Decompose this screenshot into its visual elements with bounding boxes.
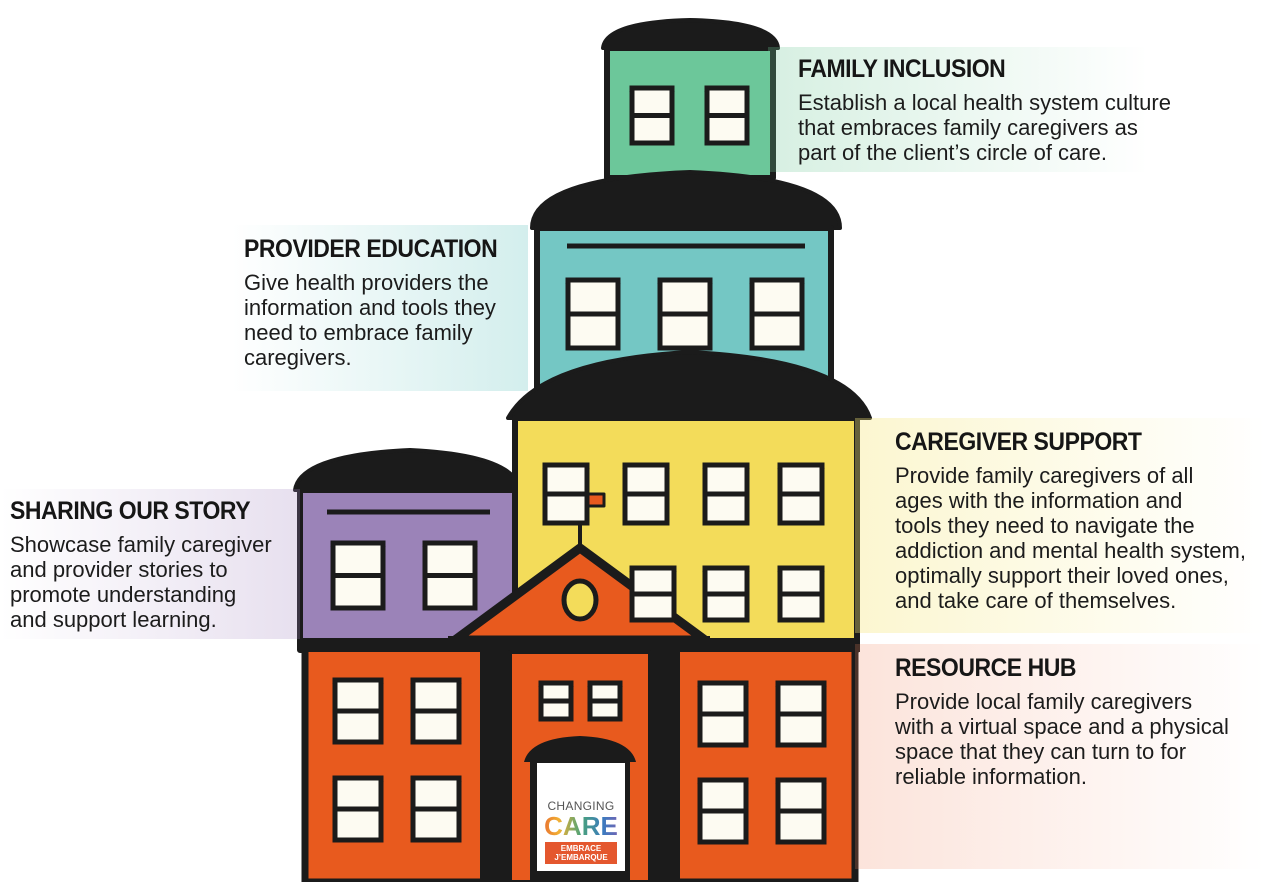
yellow-roof [506,350,872,420]
changing-care-logo: CHANGING CARE EMBRACE J’EMBARQUE [537,763,625,871]
callout-line: caregivers. [244,345,352,370]
callout-title: RESOURCE HUB [895,654,1077,682]
callout-family-inclusion: FAMILY INCLUSION Establish a local healt… [768,47,1171,172]
window [332,775,384,843]
logo-care-text: CARE [537,813,625,839]
callout-line: with a virtual space and a physical [895,714,1229,739]
callout-highlight [0,489,300,639]
callout-line: promote understanding [10,582,237,607]
window [622,462,670,526]
window [410,677,462,745]
callout-line: reliable information. [895,764,1087,789]
window [777,462,825,526]
window [657,277,713,351]
window [704,85,750,146]
window [542,462,590,526]
door-arch [524,736,636,762]
callout-text: Showcase family caregiver and provider s… [10,532,272,632]
window [749,277,805,351]
window [629,565,677,623]
callout-title: CAREGIVER SUPPORT [895,428,1142,456]
callout-line: addiction and mental health system, [895,538,1246,563]
top-tower-roof [601,18,780,50]
callout-text: Provide local family caregivers with a v… [895,689,1229,789]
callout-line: information and tools they [244,295,496,320]
right-column [650,650,680,882]
callout-text: Provide family caregivers of all ages wi… [895,463,1246,613]
window [702,462,750,526]
callout-title: SHARING OUR STORY [10,497,251,525]
window [565,277,621,351]
callout-title: PROVIDER EDUCATION [244,235,498,263]
logo-embrace-badge: EMBRACE J’EMBARQUE [545,842,617,864]
callout-line: optimally support their loved ones, [895,563,1229,588]
round-window [561,578,599,622]
window [775,680,827,748]
window [775,777,827,845]
callout-highlight [855,418,1265,633]
callout-line: Provide local family caregivers [895,689,1193,714]
logo-embrace-text: EMBRACE [560,844,602,853]
callout-sharing-our-story: SHARING OUR STORY Showcase family caregi… [0,489,300,639]
callout-line: space that they can turn to for [895,739,1187,764]
logo-jembarque-text: J’EMBARQUE [554,853,608,862]
teal-roof [530,170,842,230]
window [538,680,574,722]
logo-changing-text: CHANGING [547,799,615,813]
callout-line: tools they need to navigate the [895,513,1195,538]
callout-line: need to embrace family [244,320,473,345]
callout-line: Showcase family caregiver [10,532,272,557]
purple-roof [293,448,522,492]
callout-line: and take care of themselves. [895,588,1177,613]
window [697,680,749,748]
callout-line: Establish a local health system culture [798,90,1171,115]
window [629,85,675,146]
left-column [480,650,510,882]
window [422,540,478,611]
callout-line: Give health providers the [244,270,489,295]
callout-line: part of the client’s circle of care. [798,140,1107,165]
windows [330,85,827,845]
callout-provider-education: PROVIDER EDUCATION Give health providers… [232,225,528,391]
window [777,565,825,623]
window [587,680,623,722]
window [702,565,750,623]
callout-highlight [855,644,1265,869]
callout-highlight [768,47,1148,172]
callout-line: Provide family caregivers of all [895,463,1194,488]
callout-line: and support learning. [10,607,217,632]
window [332,677,384,745]
callout-highlight [232,225,528,391]
callout-resource-hub: RESOURCE HUB Provide local family caregi… [855,644,1265,869]
callout-text: Establish a local health system culture … [798,90,1171,165]
window [330,540,386,611]
callout-line: and provider stories to [10,557,228,582]
callout-line: ages with the information and [895,488,1183,513]
window [410,775,462,843]
callout-text: Give health providers the information an… [244,270,519,370]
callout-caregiver-support: CAREGIVER SUPPORT Provide family caregiv… [855,418,1265,633]
callout-title: FAMILY INCLUSION [798,55,1006,83]
window [697,777,749,845]
callout-line: that embraces family caregivers as [798,115,1138,140]
